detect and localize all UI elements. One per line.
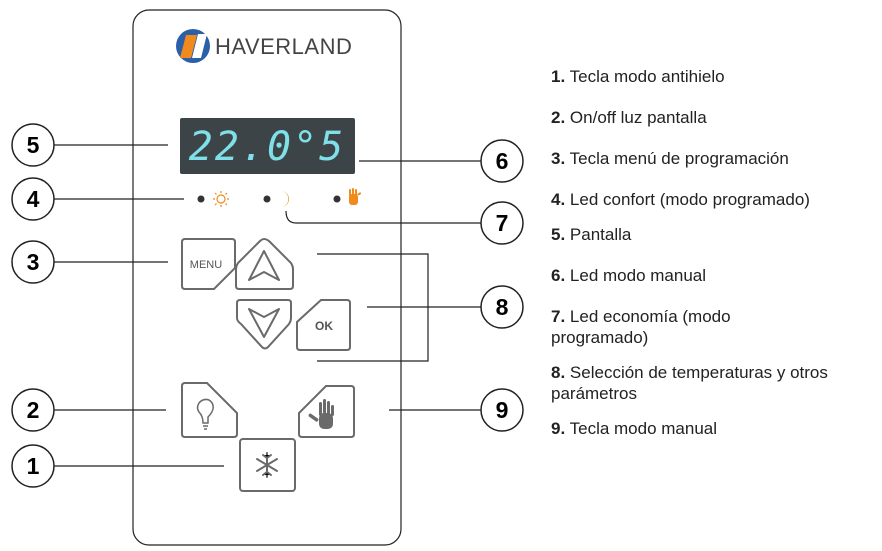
svg-text:6: 6 [496,148,509,174]
legend-item-8: 8. Selección de temperaturas y otros par… [551,363,828,403]
callout-7: 7 [480,201,524,245]
ok-button-label: OK [315,319,333,333]
manual-button[interactable] [298,385,355,438]
svg-text:4: 4 [27,186,40,212]
sun-icon [213,191,229,207]
legend-item-9: 9. Tecla modo manual [551,419,718,438]
callout-2: 2 [11,388,55,432]
legend-item-5: 5. Pantalla [551,225,632,244]
up-arrow-icon [248,250,280,281]
display-readout: 22.0°5 [189,124,346,170]
svg-text:8: 8 [496,294,509,320]
legend-item-7: 7. Led economía (modo programado) [551,307,731,347]
leader-lines [54,144,481,467]
legend-item-1: 1. Tecla modo antihielo [551,67,725,86]
bulb-icon [196,398,214,430]
hand-icon [349,188,362,205]
legend-item-3: 3. Tecla menú de programación [551,149,789,168]
haverland-logo [176,29,210,63]
svg-text:5: 5 [27,132,40,158]
light-button[interactable] [181,382,238,438]
callout-9: 9 [480,388,524,432]
callout-1: 1 [11,444,55,488]
brand-name: HAVERLAND [215,34,352,59]
svg-text:9: 9 [496,397,509,423]
hand-icon [308,399,334,429]
callout-6: 6 [480,139,524,183]
legend-item-6: 6. Led modo manual [551,266,707,285]
callout-5: 5 [11,123,55,167]
callout-8: 8 [480,285,524,329]
svg-text:3: 3 [27,249,40,275]
callout-4: 4 [11,177,55,221]
snowflake-icon [256,452,278,478]
callout-3: 3 [11,240,55,284]
menu-button[interactable] [181,238,236,290]
led-manual [333,195,341,203]
led-economy [263,195,271,203]
legend-item-4: 4. Led confort (modo programado) [551,190,810,209]
menu-button-label: MENU [190,259,222,271]
legend-list: 1. Tecla modo antihielo 2. On/off luz pa… [551,66,881,439]
down-button[interactable] [236,299,292,350]
svg-text:2: 2 [27,397,40,423]
svg-text:7: 7 [496,210,509,236]
down-arrow-icon [248,308,280,338]
led-comfort [197,195,205,203]
svg-text:1: 1 [27,453,40,479]
up-button[interactable] [235,237,294,290]
legend-item-2: 2. On/off luz pantalla [551,108,707,127]
antifreeze-button[interactable] [239,438,296,492]
ok-button[interactable] [296,299,351,351]
display-screen [180,118,355,174]
